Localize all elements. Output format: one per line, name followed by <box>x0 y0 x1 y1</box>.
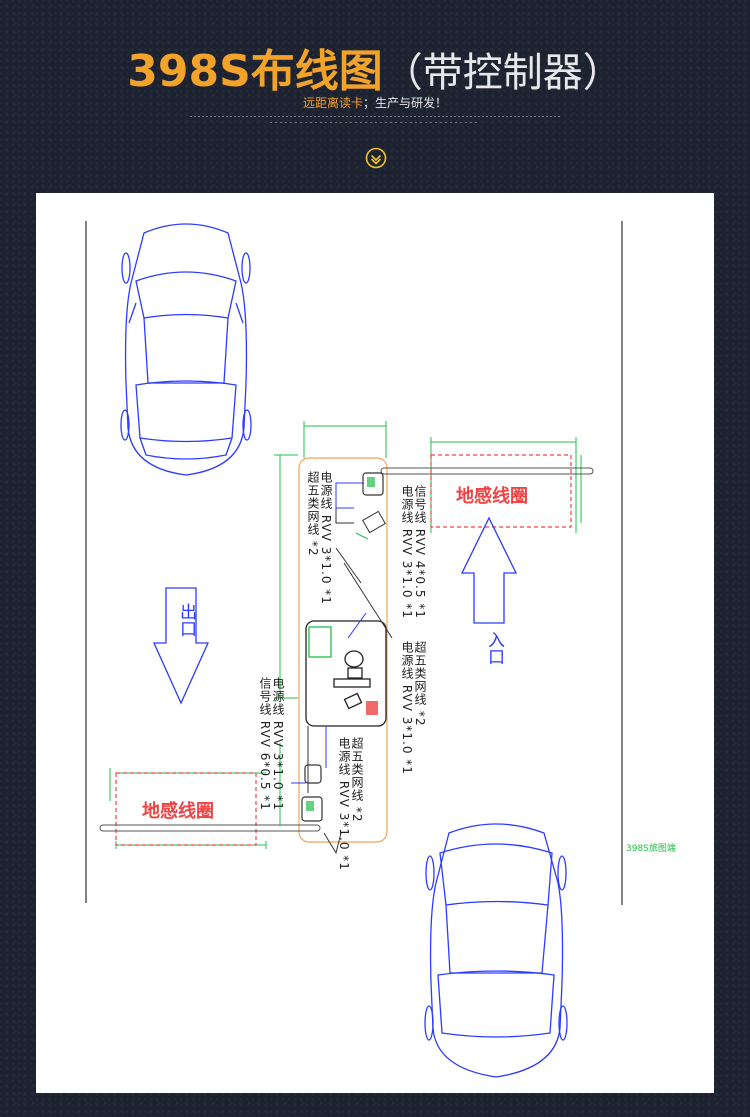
subtitle-highlight: 远距离读卡 <box>302 96 363 110</box>
wiring-diagram: 地感线圈 地感线圈 出口 入口 398S旅图端 电源线 RVV 3*1.0 *1… <box>36 193 714 1093</box>
page-subtitle: 远距离读卡；生产与研发！ <box>0 94 750 111</box>
entry-arrow <box>460 516 518 624</box>
cable-label-left-upper: 电源线 RVV 3*1.0 *1 超五类网线 *2 <box>306 471 333 605</box>
title-main: 398S布线图 <box>127 46 383 97</box>
ground-loop-bottom-label: 地感线圈 <box>142 801 214 822</box>
ground-loop-top-label: 地感线圈 <box>456 486 528 507</box>
diagram-legend: 398S旅图端 <box>626 844 676 854</box>
ground-loop-top <box>430 454 572 528</box>
cable-label-left-lower: 电源线 RVV 3*1.0 *1 信号线 RVV 6*0.5 *1 <box>258 677 285 811</box>
reader-camera-top <box>355 510 386 540</box>
ground-loop-bottom <box>115 772 257 846</box>
exit-label: 出口 <box>176 603 196 637</box>
title-sub: （带控制器） <box>382 50 623 96</box>
car-top-left <box>120 223 252 476</box>
page-title: 398S布线图（带控制器） <box>0 44 750 110</box>
barrier-arm-bottom <box>99 824 321 832</box>
guard-booth-controller <box>305 620 387 727</box>
entry-label: 入口 <box>484 631 504 665</box>
chevron-down-circle-icon[interactable] <box>365 147 387 169</box>
cable-runs <box>291 482 393 855</box>
barrier-gate-top <box>362 472 384 496</box>
decorative-fine-text <box>190 114 560 128</box>
exit-arrow <box>152 587 210 705</box>
lane-island <box>298 457 388 843</box>
subtitle-rest: ；生产与研发！ <box>363 96 448 110</box>
cable-label-right-upper: 信号线 RVV 4*0.5 *1 电源线 RVV 3*1.0 *1 <box>400 485 427 619</box>
cable-label-right-middle: 超五类网线 *2 电源线 RVV 3*1.0 *1 <box>400 641 427 775</box>
barrier-arm-top <box>380 467 594 475</box>
cable-label-center-lower: 超五类网线 *2 电源线 RVV 3*1.0 *1 <box>337 737 364 871</box>
car-bottom-right <box>424 823 568 1078</box>
page-header: 398S布线图（带控制器） 远距离读卡；生产与研发！ <box>0 0 750 190</box>
barrier-gate-bottom <box>301 764 323 822</box>
